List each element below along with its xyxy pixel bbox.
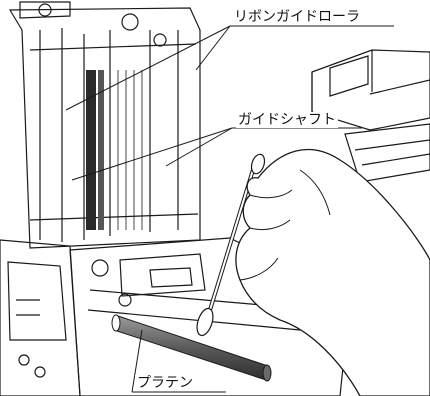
head-frame (8, 1, 201, 249)
label-guide-shaft: ガイドシャフト (236, 112, 338, 128)
leader-ribbon-guide-roller-to-part-a (65, 25, 231, 111)
platen-roller (111, 314, 272, 382)
leader-ribbon-guide-roller-to-part-b (195, 25, 231, 71)
leader-guide-shaft-to-part-b (165, 127, 233, 167)
label-platen: プラテン (135, 375, 195, 391)
left-panel (0, 239, 81, 396)
ribbon-roller (86, 70, 143, 230)
leader-lines (65, 25, 394, 393)
leader-guide-shaft-to-part-a (71, 127, 233, 181)
hand-with-swab (196, 148, 430, 396)
leader-platen-to-part (131, 329, 143, 393)
label-ribbon-guide-roller: リボンガイドローラ (232, 9, 362, 25)
